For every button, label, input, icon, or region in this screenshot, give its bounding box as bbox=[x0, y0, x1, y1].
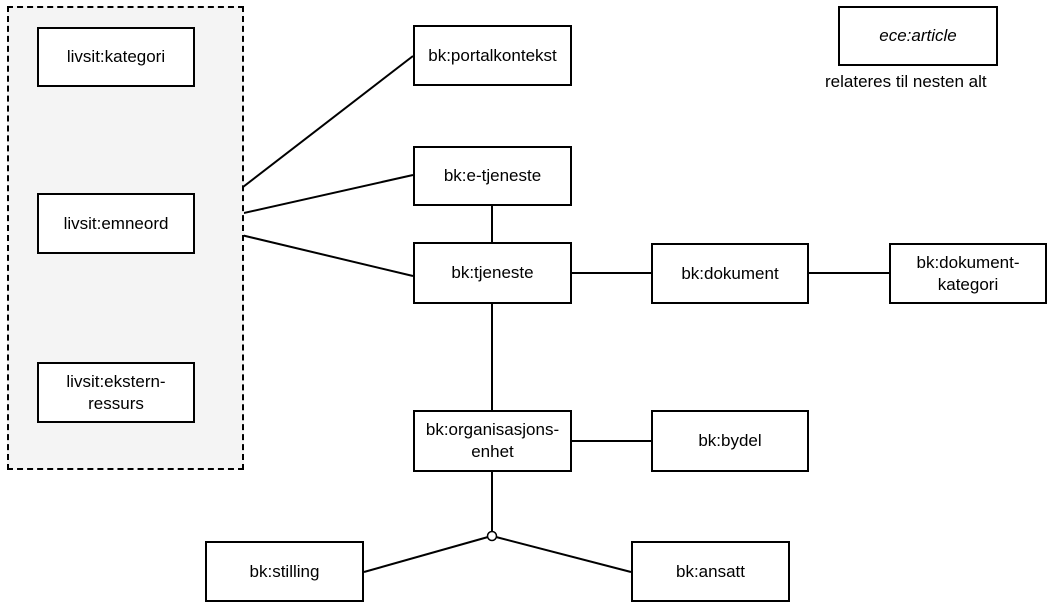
node-livsit-kategori[interactable]: livsit:kategori bbox=[37, 27, 195, 87]
node-bk-portalkontekst[interactable]: bk:portalkontekst bbox=[413, 25, 572, 86]
junction-node bbox=[486, 530, 498, 542]
node-bk-ansatt[interactable]: bk:ansatt bbox=[631, 541, 790, 602]
node-bk-stilling[interactable]: bk:stilling bbox=[205, 541, 364, 602]
node-ece-article[interactable]: ece:article bbox=[838, 6, 998, 66]
edge-junction-ansatt bbox=[495, 536, 632, 573]
node-bk-tjeneste[interactable]: bk:tjeneste bbox=[413, 242, 572, 304]
node-livsit-ekstern-ressurs[interactable]: livsit:ekstern- ressurs bbox=[37, 362, 195, 423]
node-bk-dokument[interactable]: bk:dokument bbox=[651, 243, 809, 304]
article-note: relateres til nesten alt bbox=[825, 72, 987, 91]
node-bk-organisasjonsenhet[interactable]: bk:organisasjons- enhet bbox=[413, 410, 572, 472]
node-bk-dokument-kategori[interactable]: bk:dokument- kategori bbox=[889, 243, 1047, 304]
edge-junction-stilling bbox=[363, 536, 489, 573]
node-bk-bydel[interactable]: bk:bydel bbox=[651, 410, 809, 472]
node-livsit-emneord[interactable]: livsit:emneord bbox=[37, 193, 195, 254]
node-bk-e-tjeneste[interactable]: bk:e-tjeneste bbox=[413, 146, 572, 206]
